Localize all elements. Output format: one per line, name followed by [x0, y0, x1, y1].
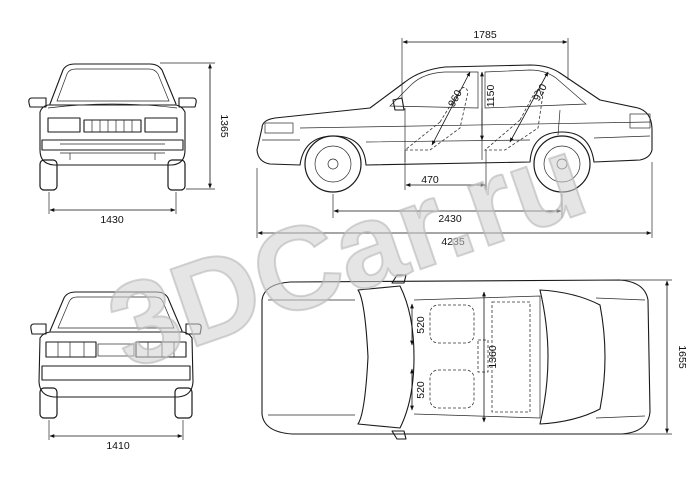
dim-upper-length: 1785 — [473, 29, 497, 41]
dim-rear-track: 1410 — [106, 440, 130, 452]
rear-left-mirror — [30, 323, 47, 335]
dim-front-seat-diagonal: 960 — [446, 88, 465, 109]
dim-overall-width: 1655 — [676, 345, 688, 369]
front-grille — [83, 119, 142, 133]
rear-right-mirror — [185, 323, 202, 335]
top-left-mirror — [391, 274, 407, 284]
top-rear-window — [539, 289, 606, 425]
top-front-right-seat — [429, 369, 475, 409]
rear-right-tire — [174, 387, 193, 419]
front-right-mirror — [178, 97, 197, 108]
front-left-mirror — [28, 97, 47, 108]
rear-left-tire — [39, 387, 58, 419]
side-mirror — [392, 97, 405, 111]
front-view — [28, 63, 197, 191]
side-rear-wheel — [533, 135, 591, 193]
top-right-mirror — [391, 430, 407, 440]
front-left-tire — [39, 159, 58, 191]
dim-wheelbase: 2430 — [438, 213, 462, 225]
rear-left-taillight — [45, 341, 97, 358]
dim-shoulder-width: 1360 — [487, 345, 499, 369]
dim-rear-seat-width: 520 — [415, 381, 427, 399]
rear-view — [30, 291, 202, 419]
side-front-wheel — [304, 135, 362, 193]
front-left-headlight — [47, 117, 81, 133]
front-right-tire — [167, 159, 186, 191]
side-headlight — [264, 122, 294, 134]
dim-interior-height: 1150 — [485, 85, 497, 108]
dim-seat-spacing: 470 — [421, 174, 439, 186]
dim-front-height: 1365 — [218, 114, 230, 138]
side-taillight — [629, 113, 651, 129]
dim-front-track: 1430 — [100, 214, 124, 226]
dim-rear-seat-diagonal: 920 — [531, 82, 550, 103]
rear-right-taillight — [135, 341, 187, 358]
dim-front-seat-width: 520 — [415, 316, 427, 334]
rear-license-plate — [97, 343, 135, 357]
front-right-headlight — [144, 117, 178, 133]
top-front-left-seat — [429, 304, 475, 344]
top-rear-bench — [491, 301, 531, 413]
dim-overall-length: 4235 — [441, 236, 465, 248]
